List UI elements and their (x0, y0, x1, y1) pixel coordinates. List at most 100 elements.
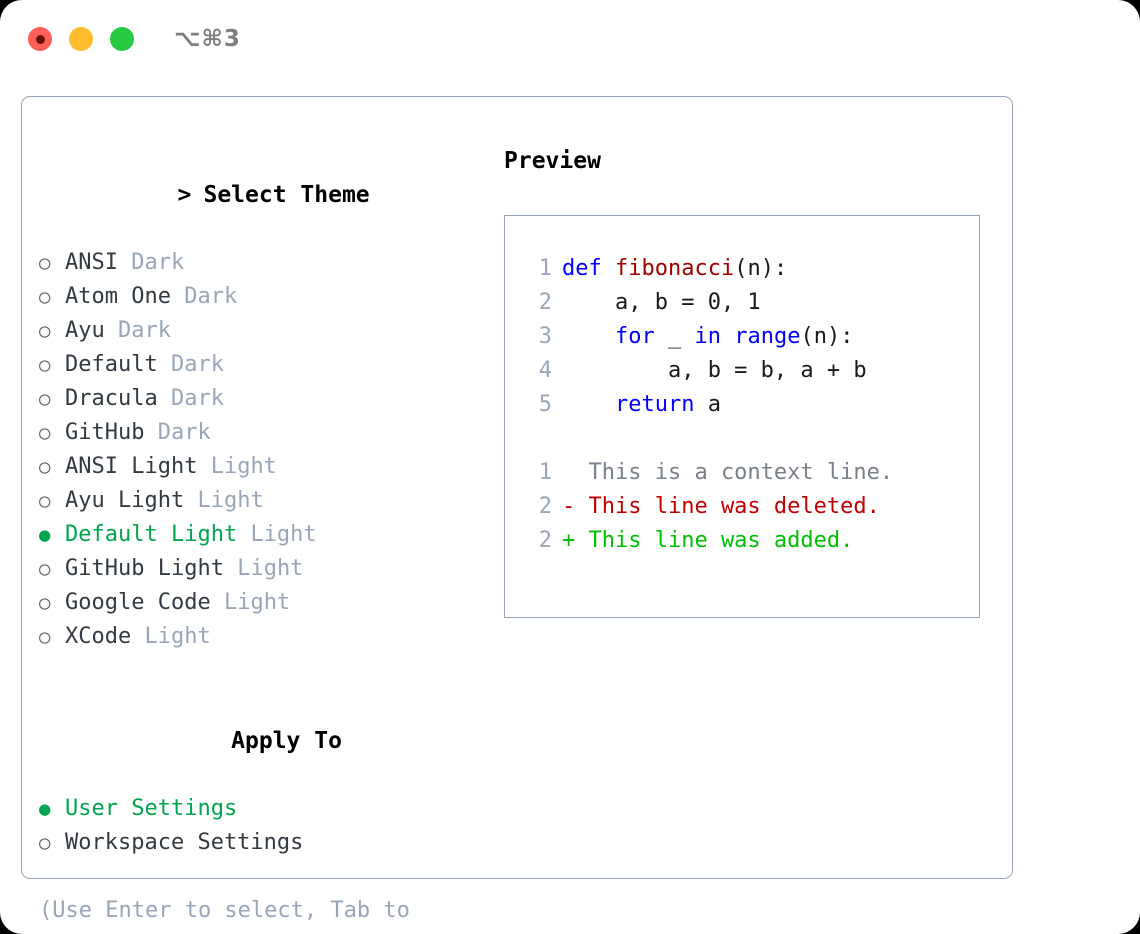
diff-line-1: 2 - This line was deleted. (521, 490, 979, 524)
diff-line-number: 1 (538, 460, 552, 485)
radio-unselected-icon: ○ (39, 592, 51, 614)
apply-to-header-label: Apply To (231, 728, 342, 754)
radio-unselected-icon: ○ (39, 388, 51, 410)
code-line-3: 4 a, b = b, a + b (521, 354, 979, 388)
radio-unselected-icon: ○ (39, 490, 51, 512)
minimize-button-icon[interactable] (69, 27, 93, 51)
apply-to-option-1[interactable]: ○ Workspace Settings (39, 826, 492, 860)
code-line-number: 2 (538, 290, 552, 315)
code-line-content: return a (562, 388, 721, 422)
theme-option-6[interactable]: ○ ANSI Light Light (39, 450, 492, 484)
theme-mode-badge: Light (250, 522, 317, 547)
radio-unselected-icon: ○ (39, 558, 51, 580)
code-token-kw: def (562, 256, 615, 281)
apply-to-option-label: Workspace Settings (65, 830, 304, 855)
code-line-content: def fibonacci(n): (562, 252, 787, 286)
theme-option-3[interactable]: ○ Default Dark (39, 348, 492, 382)
radio-unselected-icon: ○ (39, 354, 51, 376)
code-line-content: a, b = b, a + b (562, 354, 867, 388)
diff-line-number: 2 (538, 494, 552, 519)
apply-to-header: Apply To (39, 690, 492, 792)
theme-mode-badge: Light (223, 590, 291, 615)
code-token-fn: fibonacci (614, 256, 735, 281)
code-token-plain: a, b = b, a + b (562, 358, 867, 383)
radio-unselected-icon: ○ (39, 456, 51, 478)
code-token-kw: in (694, 324, 721, 349)
apply-to-option-0[interactable]: ● User Settings (39, 792, 492, 826)
radio-unselected-icon: ○ (39, 626, 51, 648)
radio-unselected-icon: ○ (39, 320, 51, 342)
preview-title: Preview (504, 148, 601, 174)
apply-to-list: ● User Settings ○ Workspace Settings (39, 792, 492, 860)
theme-option-7[interactable]: ○ Ayu Light Light (39, 484, 492, 518)
diff-line-0: 1 This is a context line. (521, 456, 979, 490)
theme-mode-badge: Dark (170, 352, 224, 377)
radio-selected-icon: ● (39, 798, 51, 820)
theme-option-10[interactable]: ○ Google Code Light (39, 586, 492, 620)
theme-option-label: Google Code (65, 590, 211, 615)
code-line-0: 1 def fibonacci(n): (521, 252, 979, 286)
code-line-number: 3 (538, 324, 552, 349)
focus-caret-icon: > (177, 182, 192, 208)
theme-option-label: Dracula (65, 386, 158, 411)
theme-mode-badge: Light (237, 556, 304, 581)
theme-option-label: ANSI Light (65, 454, 198, 479)
code-token-plain: (n): (800, 324, 854, 349)
theme-option-label: Ayu (65, 318, 105, 343)
keyboard-hint-text: (Use Enter to select, Tab to change focu… (39, 898, 410, 934)
apply-to-option-label: User Settings (65, 796, 238, 821)
radio-selected-icon: ● (39, 524, 51, 546)
select-theme-header-label: Select Theme (203, 182, 370, 208)
zoom-button-icon[interactable] (110, 27, 134, 51)
code-token-plain (721, 324, 734, 349)
theme-option-label: Default (65, 352, 158, 377)
theme-option-label: Atom One (65, 284, 171, 309)
diff-line-content: - This line was deleted. (562, 494, 880, 519)
code-token-kw: return (614, 392, 695, 417)
theme-mode-badge: Dark (170, 386, 224, 411)
code-line-number: 1 (538, 256, 552, 281)
theme-mode-badge: Light (210, 454, 277, 479)
code-line-number: 4 (538, 358, 552, 383)
radio-unselected-icon: ○ (39, 832, 51, 854)
keyboard-shortcut-label: ⌥⌘3 (174, 26, 241, 52)
theme-mode-badge: Light (197, 488, 264, 513)
theme-option-4[interactable]: ○ Dracula Dark (39, 382, 492, 416)
code-token-kw: range (734, 324, 801, 349)
radio-unselected-icon: ○ (39, 252, 51, 274)
apply-to-section: Apply To ● User Settings ○ Workspace Settin… (39, 690, 492, 860)
code-line-number: 5 (538, 392, 552, 417)
theme-option-label: XCode (65, 624, 132, 649)
diff-line-number: 2 (538, 528, 552, 553)
preview-spacer (521, 422, 979, 456)
close-button-icon[interactable] (28, 27, 52, 51)
diff-line-content: + This line was added. (562, 528, 854, 553)
theme-option-label: GitHub (65, 420, 145, 445)
diff-line-2: 2 + This line was added. (521, 524, 979, 558)
select-theme-header: > Select Theme (39, 144, 492, 246)
theme-mode-badge: Dark (118, 318, 171, 343)
code-token-plain (562, 392, 615, 417)
theme-option-2[interactable]: ○ Ayu Dark (39, 314, 492, 348)
theme-mode-badge: Dark (157, 420, 211, 445)
code-line-content: a, b = 0, 1 (562, 286, 761, 320)
traffic-lights (28, 27, 134, 51)
theme-mode-badge: Dark (131, 250, 185, 275)
code-line-content: for _ in range(n): (562, 320, 853, 354)
radio-unselected-icon: ○ (39, 286, 51, 308)
theme-option-label: Ayu Light (65, 488, 185, 513)
diff-line-content: This is a context line. (562, 460, 894, 485)
code-token-kw: for (614, 324, 655, 349)
